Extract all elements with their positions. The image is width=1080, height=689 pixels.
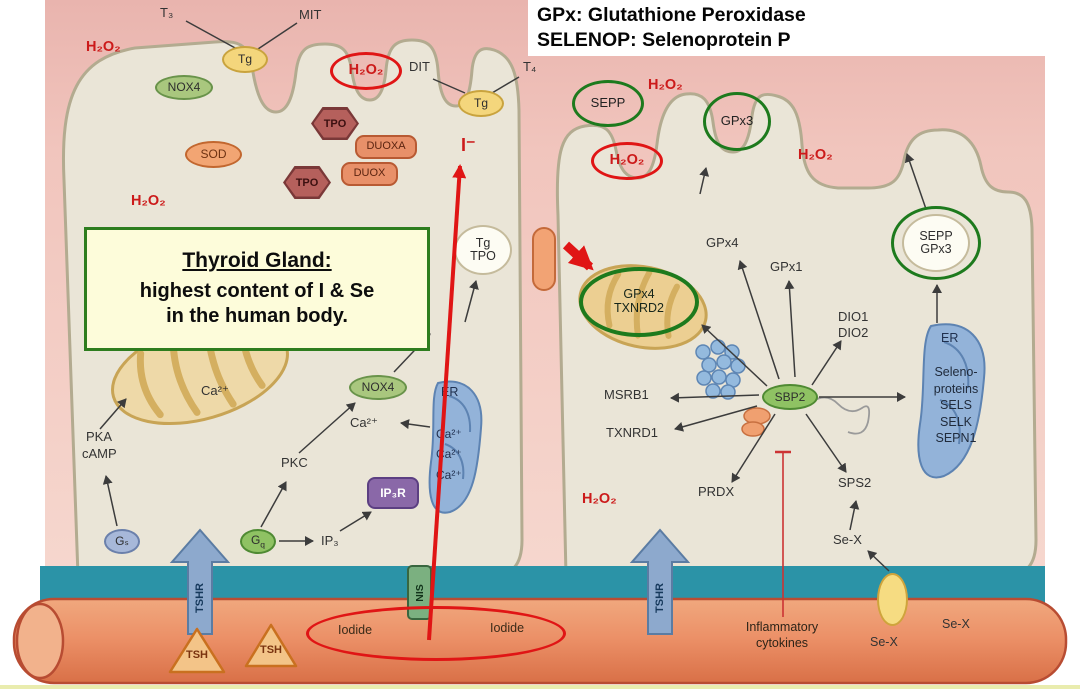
legend-line-1: GPx: Glutathione Peroxidase — [537, 4, 806, 26]
h2o2-label: H₂O₂ — [582, 491, 617, 507]
ca-cyto-label: Ca²⁺ — [350, 415, 378, 430]
inflammatory-inhibition-line — [775, 450, 791, 617]
iodide-ion-label: I⁻ — [461, 135, 476, 155]
tsh-triangle-2 — [244, 623, 298, 668]
sepp-green-circle: SEPP — [572, 80, 644, 127]
selenoproteins-list: Seleno- proteins SELS SELK SEPN1 — [916, 364, 996, 447]
dit-label: DIT — [409, 59, 430, 74]
infobox-title: Thyroid Gland: — [182, 249, 332, 272]
gpx4-txnrd2-green-circle: GPx4 TXNRD2 — [579, 267, 699, 337]
prdx-label: PRDX — [698, 484, 735, 499]
pka-label: PKA — [86, 429, 113, 444]
signal-arrows — [99, 20, 942, 572]
h2o2-label: H₂O₂ — [798, 147, 833, 163]
tpo-hexagon-upper: TPO — [311, 107, 359, 140]
tsh-label-2: TSH — [260, 644, 282, 656]
tg-oval-lumen: Tg — [458, 90, 504, 117]
sex-carrier-oval — [877, 573, 908, 626]
seleno-line1: Seleno- — [934, 365, 978, 379]
dio2-label: DIO2 — [838, 325, 869, 340]
thyroid-gland-infobox: Thyroid Gland: highest content of I & Se… — [84, 227, 430, 351]
nox4-oval-inner: NOX4 — [349, 375, 407, 400]
ip3-label: IP₃ — [321, 533, 339, 548]
gpx4-label: GPx4 — [706, 235, 739, 250]
er-ca-label-3: Ca²⁺ — [436, 468, 462, 482]
tg-oval-apical: Tg — [222, 46, 268, 73]
dio1-label: DIO1 — [838, 309, 869, 324]
duox-box: DUOX — [341, 162, 398, 186]
txnrd1-label: TXNRD1 — [606, 425, 659, 440]
pkc-label: PKC — [281, 455, 308, 470]
camp-label: cAMP — [82, 446, 117, 461]
sels-label: SELS — [940, 398, 972, 412]
gs-protein-oval: Gₛ — [104, 529, 140, 554]
tg-tpo-oval: Tg TPO — [454, 225, 512, 275]
t3-label: T₃ — [160, 5, 174, 20]
tg-tpo-line1: Tg — [475, 235, 491, 250]
gq-sub: q — [260, 539, 266, 550]
gpx3-green-circle: GPx3 — [703, 92, 771, 151]
gpx4-txnrd2-line2: TXNRD2 — [613, 301, 664, 315]
sod-oval: SOD — [185, 141, 242, 168]
membrane-transporter-capsule — [532, 227, 556, 291]
tg-tpo-line2: TPO — [470, 249, 496, 263]
mrna-squiggle — [811, 396, 871, 435]
duoxa-box: DUOXA — [355, 135, 417, 159]
iodide-red-ellipse — [306, 606, 566, 661]
tshr-arrow-right — [629, 528, 691, 635]
inflammatory-cytokines-label: Inflammatory cytokines — [716, 619, 848, 651]
gq-protein-oval: Gq — [240, 529, 276, 554]
tsh-triangle-1 — [168, 627, 226, 674]
seleno-line2: proteins — [933, 381, 979, 396]
gq-base: G — [250, 532, 261, 547]
msrb1-label: MSRB1 — [604, 387, 649, 402]
vessel-opening — [15, 602, 65, 680]
h2o2-label: H₂O₂ — [131, 193, 166, 209]
iodide-uptake-arrow — [427, 164, 467, 641]
h2o2-label: H₂O₂ — [86, 39, 121, 55]
er-right-label: ER — [941, 331, 959, 345]
ribosome-cluster — [695, 339, 746, 400]
gpx1-label: GPx1 — [770, 259, 803, 274]
sepn1-label: SEPN1 — [935, 431, 977, 445]
infobox-line2: in the human body. — [166, 305, 348, 327]
bottom-border-line — [0, 685, 1080, 689]
h2o2-label: H₂O₂ — [648, 77, 683, 93]
tpo-hexagon-lower-label: TPO — [285, 168, 329, 197]
sepp-gpx3-green-circle — [891, 206, 981, 280]
nox4-oval-top: NOX4 — [155, 75, 213, 100]
selk-label: SELK — [940, 414, 972, 429]
tpo-hexagon-upper-label: TPO — [313, 109, 357, 138]
sex-cyto-label: Se-X — [833, 532, 862, 547]
er-right-shape — [917, 323, 986, 479]
tsh-label-1: TSH — [186, 649, 208, 661]
tpo-hexagon-lower: TPO — [283, 166, 331, 199]
inflammatory-line2: cytokines — [755, 636, 809, 650]
legend-line-2: SELENOP: Selenoprotein P — [537, 29, 791, 51]
legend: GPx: Glutathione Peroxidase SELENOP: Sel… — [537, 3, 806, 53]
sbp2-oval: SBP2 — [762, 384, 818, 410]
gpx4-txnrd2-line1: GPx4 — [623, 287, 655, 302]
trna-blob — [741, 407, 771, 437]
t4-label: T₄ — [523, 59, 537, 74]
infobox-line1: highest content of I & Se — [139, 280, 375, 302]
ip3r-receptor: IP₃R — [367, 477, 419, 509]
sps2-label: SPS2 — [838, 475, 872, 490]
mit-label: MIT — [299, 7, 322, 22]
sex-right-label: Se-X — [942, 617, 970, 631]
legend-background — [528, 0, 1045, 56]
gpx4-highlight-arrow — [562, 241, 594, 271]
ca-mito-label: Ca²⁺ — [201, 383, 229, 398]
h2o2-red-circle-left: H₂O₂ — [330, 52, 402, 90]
tshr-arrow-left — [169, 528, 231, 635]
h2o2-red-circle-right: H₂O₂ — [591, 142, 663, 180]
inflammatory-line1: Inflammatory — [745, 620, 819, 634]
sex-vessel-label: Se-X — [870, 635, 898, 649]
